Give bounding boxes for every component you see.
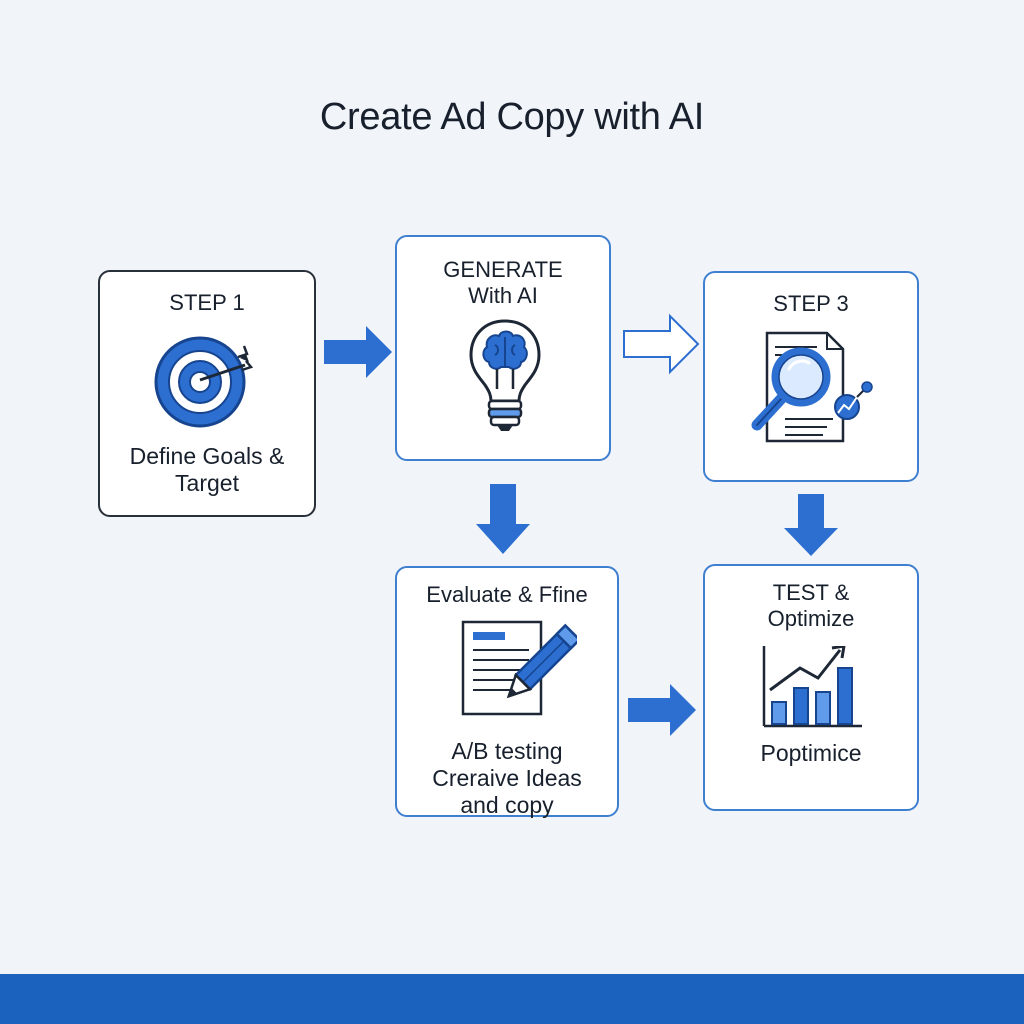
generate-label-line-1: GENERATE [443, 257, 563, 282]
bar-chart-icon [762, 646, 862, 728]
test-optimize-card: TEST & Optimize Poptimice [703, 564, 919, 811]
arrow-step1-to-generate [324, 326, 392, 378]
target-icon [154, 336, 254, 428]
step-1-card: STEP 1 Define Goals & Target [98, 270, 316, 517]
generate-card: GENERATE With AI [395, 235, 611, 461]
evaluate-caption: A/B testing Creraive Ideas and copy [397, 738, 617, 819]
page-title: Create Ad Copy with AI [319, 96, 705, 138]
generate-label-line-2: With AI [468, 283, 538, 308]
step-3-label: STEP 3 [773, 291, 849, 316]
evaluate-caption-line-3: and copy [460, 792, 554, 818]
test-optimize-label: TEST & Optimize [705, 580, 917, 632]
document-magnifier-icon [751, 331, 873, 443]
test-optimize-label-line-1: TEST & [772, 580, 850, 605]
lightbulb-brain-icon [469, 319, 541, 431]
arrow-step3-to-test [784, 494, 838, 556]
evaluate-card: Evaluate & Ffine A/B testing Creraive Id… [395, 566, 619, 819]
step-3-card: STEP 3 [703, 271, 919, 482]
step-1-caption: Define Goals & Target [100, 443, 314, 497]
document-pencil-icon [461, 620, 577, 716]
evaluate-label: Evaluate & Ffine [426, 582, 588, 607]
bottom-bar [0, 974, 1024, 1024]
generate-label: GENERATE With AI [397, 257, 609, 309]
evaluate-caption-line-2: Creraive Ideas [432, 765, 582, 791]
test-optimize-label-line-2: Optimize [767, 606, 855, 631]
step-1-caption-line-1: Define Goals & [129, 443, 285, 469]
arrow-evaluate-to-test [628, 684, 696, 736]
test-optimize-caption: Poptimice [760, 740, 862, 766]
step-1-label: STEP 1 [169, 290, 245, 315]
arrow-generate-to-step3 [623, 313, 700, 375]
evaluate-caption-line-1: A/B testing [451, 738, 563, 764]
arrow-generate-to-evaluate [476, 484, 530, 554]
step-1-caption-line-2: Target [175, 470, 239, 496]
